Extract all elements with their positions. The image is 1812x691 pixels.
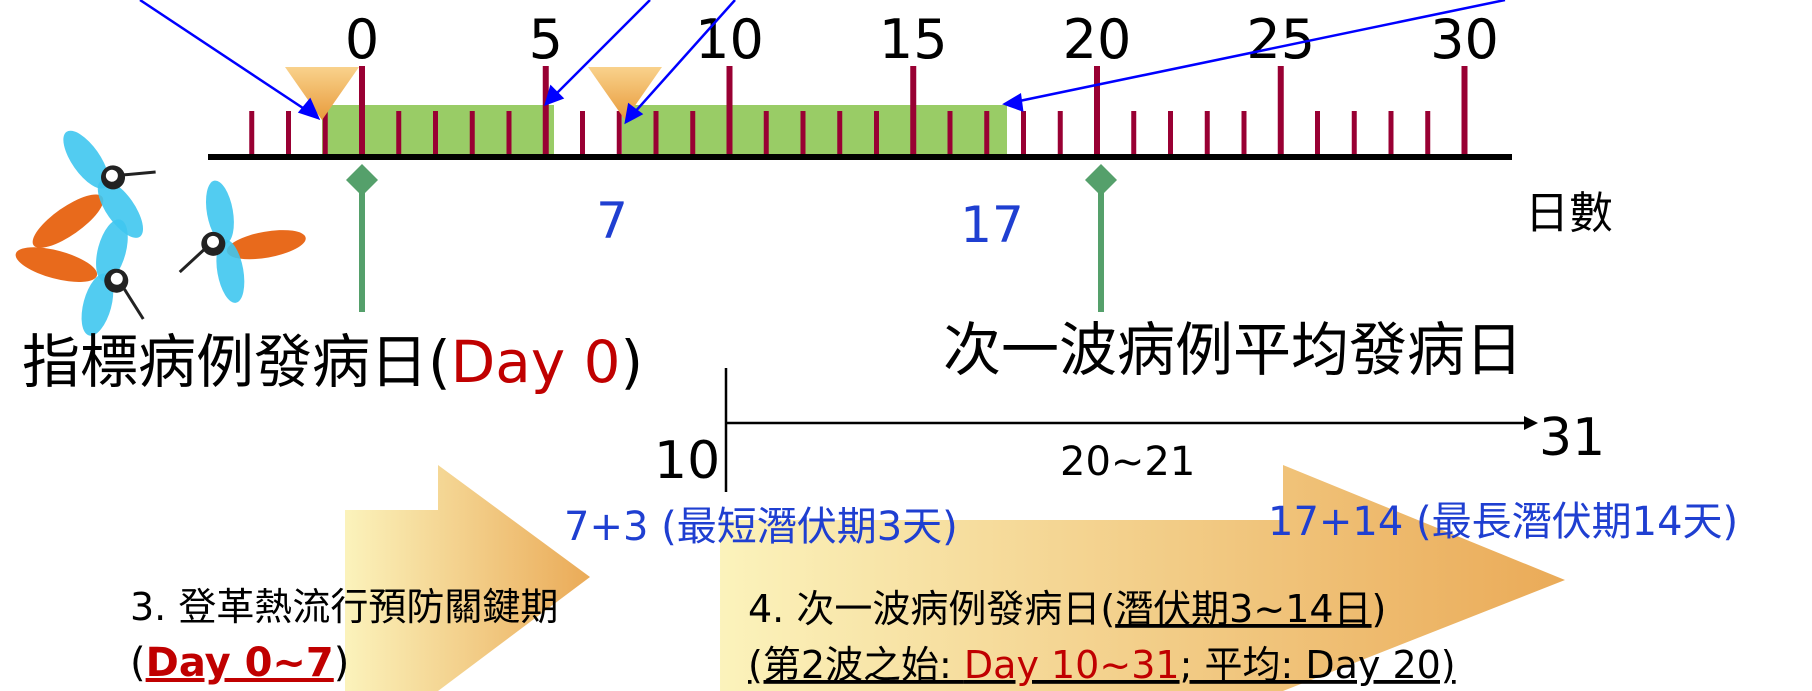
triangle-marker-day8 bbox=[588, 67, 662, 120]
tick-label-15: 15 bbox=[879, 8, 948, 71]
phase4-days: (第2波之始: Day 10~31; 平均: Day 20) bbox=[748, 643, 1456, 687]
marker-17-label: 17 bbox=[960, 196, 1024, 254]
tick-label-25: 25 bbox=[1246, 8, 1315, 71]
index-case-day: Day 0 bbox=[451, 328, 621, 396]
range-end-label: 31 bbox=[1539, 408, 1605, 468]
triangle-marker-day-neg1 bbox=[285, 67, 359, 120]
phase3-day-range: Day 0~7 bbox=[146, 640, 334, 686]
blue-pointer-arrows bbox=[139, 0, 1506, 125]
next-wave-stem bbox=[1085, 164, 1117, 312]
tick-label-30: 30 bbox=[1430, 8, 1499, 71]
tick-label-20: 20 bbox=[1063, 8, 1132, 71]
tick-label-10: 10 bbox=[695, 8, 764, 71]
onset-range-arrow bbox=[724, 368, 1538, 492]
timeline-ticks bbox=[249, 66, 1468, 155]
range-mid-label: 20~21 bbox=[1060, 439, 1195, 485]
range-start-label: 10 bbox=[654, 431, 720, 491]
index-case-label: 指標病例發病日(Day 0) bbox=[22, 328, 643, 396]
long-incubation-label: 17+14 (最長潛伏期14天) bbox=[1268, 499, 1738, 545]
phase3-title: 3. 登革熱流行預防關鍵期 bbox=[130, 585, 558, 629]
axis-label-days: 日數 bbox=[1525, 188, 1613, 239]
phase4-title: 4. 次一波病例發病日(潛伏期3~14日) bbox=[748, 587, 1386, 631]
phase3-block-arrow bbox=[345, 465, 590, 691]
band-day7-17 bbox=[622, 105, 1007, 155]
mosquito-icon bbox=[178, 180, 306, 303]
tick-label-0: 0 bbox=[345, 8, 379, 71]
phase3-days: (Day 0~7) bbox=[130, 640, 349, 686]
mosquito-illustration bbox=[15, 130, 306, 336]
tick-label-5: 5 bbox=[529, 8, 563, 71]
timeline-tick-labels: 0 5 10 15 20 25 30 bbox=[345, 8, 1499, 71]
short-incubation-label: 7+3 (最短潛伏期3天) bbox=[564, 504, 958, 550]
mosquito-icon bbox=[15, 219, 145, 336]
index-case-stem bbox=[346, 164, 378, 312]
marker-7-label: 7 bbox=[596, 192, 628, 250]
mosquito-icon bbox=[32, 130, 156, 248]
phase4-block-arrow bbox=[720, 465, 1565, 691]
next-wave-label: 次一波病例平均發病日 bbox=[943, 316, 1523, 384]
phase4-day-range: Day 10~31 bbox=[964, 643, 1180, 687]
